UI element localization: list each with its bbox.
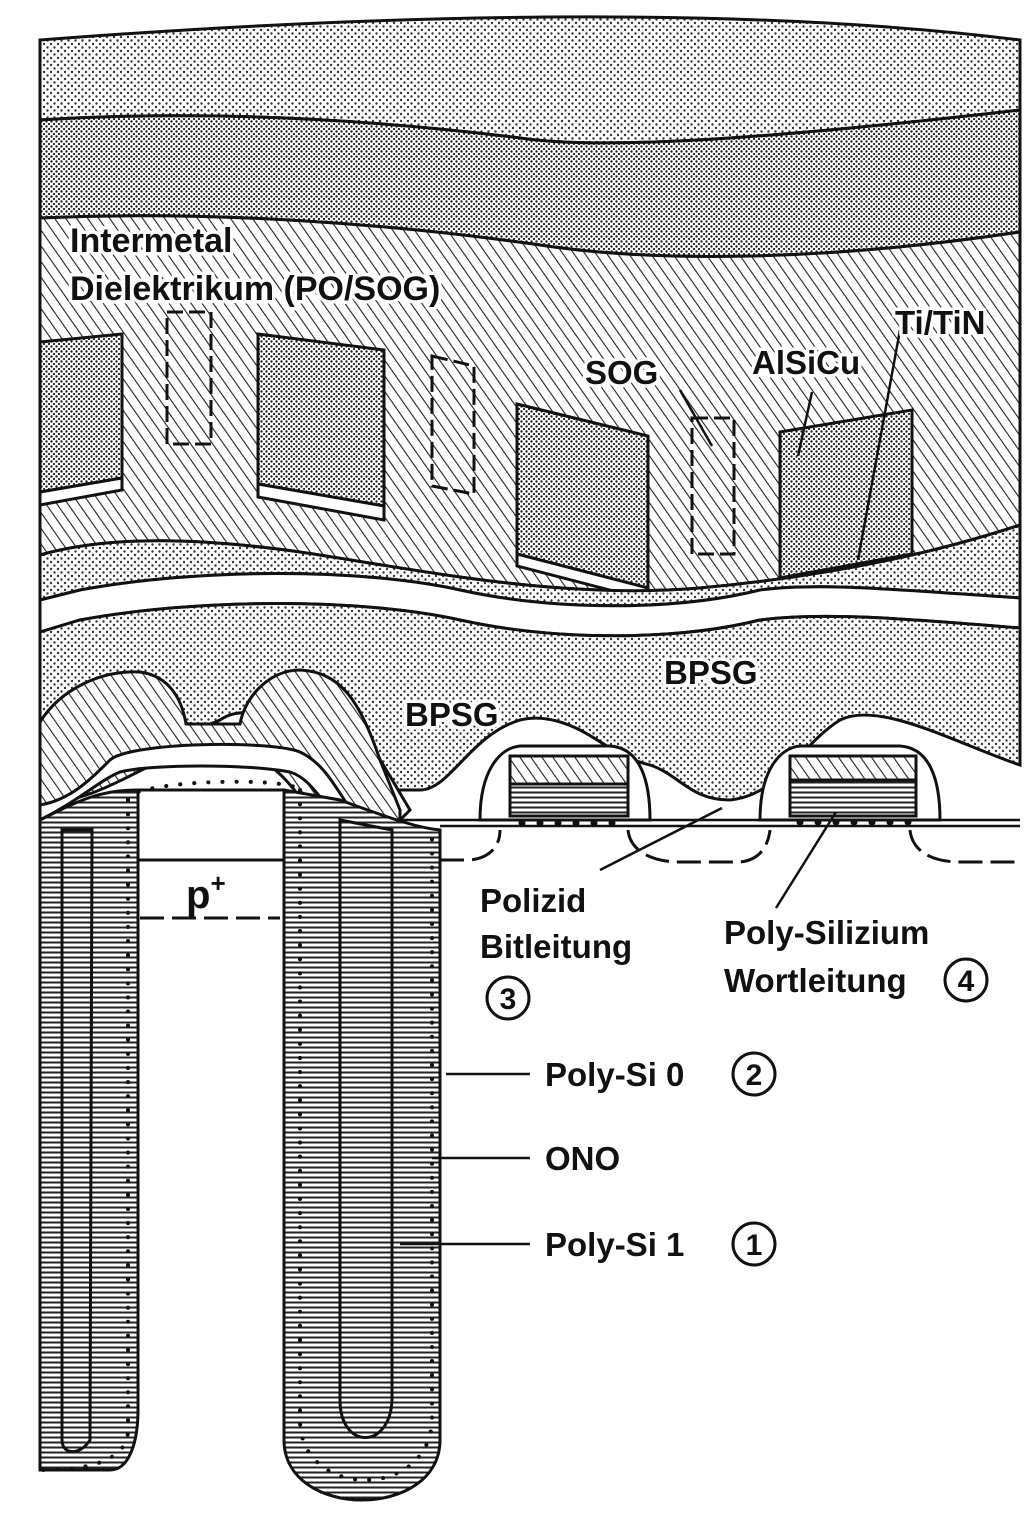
trench-ono <box>298 788 434 1482</box>
leader-polysilizium <box>774 811 838 909</box>
number-2: 2 <box>746 1059 763 1092</box>
label-sog: SOG <box>585 354 658 391</box>
metal-block <box>256 332 386 508</box>
leader-lines <box>400 329 902 1246</box>
junction <box>440 829 502 862</box>
bitline-gate <box>478 744 652 827</box>
number-1: 1 <box>746 1229 763 1262</box>
number-4: 4 <box>958 965 975 998</box>
label-alsicu: AlSiCu <box>752 344 860 381</box>
label-bpsg-left: BPSG <box>405 696 499 733</box>
trench-inner <box>60 828 94 1454</box>
gate-poly <box>508 782 630 818</box>
gate-poly <box>788 778 918 818</box>
leader-alsicu <box>796 391 814 457</box>
leader-sog <box>678 389 714 447</box>
leader-polizid <box>599 806 723 872</box>
junction-outlines <box>140 829 1020 920</box>
number-badge-3 <box>485 975 531 1021</box>
gate-oxide-dots <box>796 818 912 826</box>
label-ti-tin: Ti/TiN <box>895 304 985 341</box>
trench-ono <box>38 798 130 1472</box>
metal-block <box>38 332 124 494</box>
number-badge-2 <box>731 1051 777 1097</box>
metal-block <box>778 408 914 580</box>
label-bpsg-right: BPSG <box>664 654 758 691</box>
label-ono: ONO <box>545 1140 620 1177</box>
ti-tin-strip <box>38 476 124 507</box>
gate-silicide <box>788 754 918 782</box>
label-polysi1: Poly-Si 1 <box>545 1226 684 1263</box>
cap-ono-top <box>126 779 302 802</box>
alsicu-blocks <box>38 332 914 590</box>
label-p-plus: p+ <box>186 868 226 917</box>
gate-silicide <box>508 754 630 786</box>
label-polizid-line2: Bitleitung <box>480 928 632 965</box>
label-intermetal-line1: Intermetal <box>70 222 233 260</box>
label-polysi0: Poly-Si 0 <box>545 1056 684 1093</box>
number-3: 3 <box>500 983 517 1016</box>
trench-inner <box>338 818 394 1439</box>
label-polizid-line1: Polizid <box>480 882 586 919</box>
label-intermetal-line2: Dielektrikum (PO/SOG) <box>70 270 440 308</box>
junction <box>908 829 1020 864</box>
sog-pockets <box>165 310 736 556</box>
gate-oxide-dots <box>518 819 616 827</box>
leader-ti-tin <box>856 329 902 561</box>
trench-capacitor-right <box>282 788 442 1502</box>
number-badge-1 <box>731 1221 777 1267</box>
junction <box>626 829 772 864</box>
number-badge-4 <box>943 957 989 1003</box>
trench-capacitor-left <box>38 788 140 1472</box>
label-polysilizium-line2: Wortleitung <box>724 962 907 999</box>
sog-pocket <box>165 310 213 446</box>
p-plus-region <box>136 788 286 862</box>
sog-pocket <box>430 354 476 496</box>
sog-pocket <box>690 416 736 556</box>
ti-tin-strip <box>256 482 386 522</box>
wordline-gate <box>758 744 942 826</box>
label-polysilizium-line1: Poly-Silizium <box>724 914 929 951</box>
